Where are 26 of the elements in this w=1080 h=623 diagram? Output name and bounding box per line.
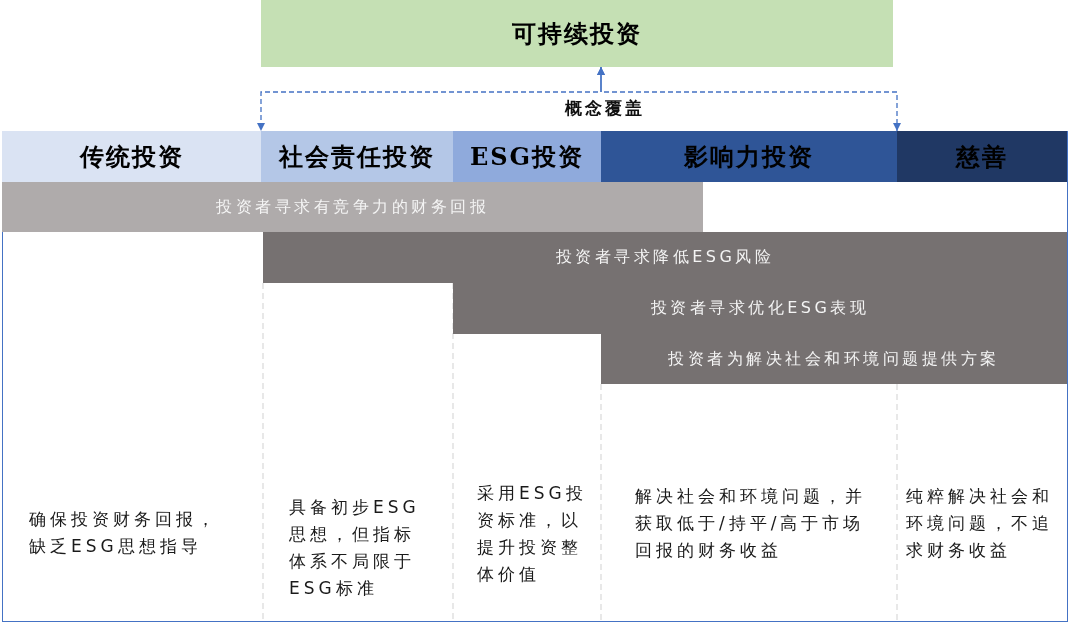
category-header: [453, 131, 601, 182]
connector-arrow: [597, 66, 901, 132]
motive-text: 投资者寻求优化ESG表现: [650, 298, 870, 319]
category-title: 影响力投资: [684, 140, 814, 173]
category-title: 社会责任投资: [279, 140, 435, 173]
category-header: [261, 131, 453, 182]
title-banner: [261, 0, 893, 67]
column-description: 具备初步ESG思想，但指标体系不局限于ESG标准: [289, 496, 421, 600]
banner-title: 可持续投资: [512, 17, 642, 50]
category-header: [2, 131, 261, 182]
category-header: [601, 131, 897, 182]
motive-bar: [263, 232, 1067, 283]
edge-label: 概念覆盖: [565, 97, 645, 120]
category-title: 慈善: [956, 140, 1008, 173]
motive-bar: [601, 334, 1067, 384]
column-description: 采用ESG投资标准，以提升投资整体价值: [477, 482, 588, 586]
column-description: 确保投资财务回报，缺乏ESG思想指导: [29, 508, 219, 558]
category-title: ESG投资: [469, 140, 585, 173]
column-description: 纯粹解决社会和环境问题，不追求财务收益: [906, 485, 1054, 562]
motive-bar: [2, 182, 703, 232]
category-header: [897, 131, 1067, 182]
motive-text: 投资者为解决社会和环境问题提供方案: [668, 348, 1000, 370]
motive-text: 投资者寻求有竞争力的财务回报: [216, 196, 489, 218]
category-title: 传统投资: [79, 140, 184, 173]
column-description: 解决社会和环境问题，并获取低于/持平/高于市场回报的财务收益: [635, 485, 867, 562]
motive-text: 投资者寻求降低ESG风险: [555, 247, 775, 268]
